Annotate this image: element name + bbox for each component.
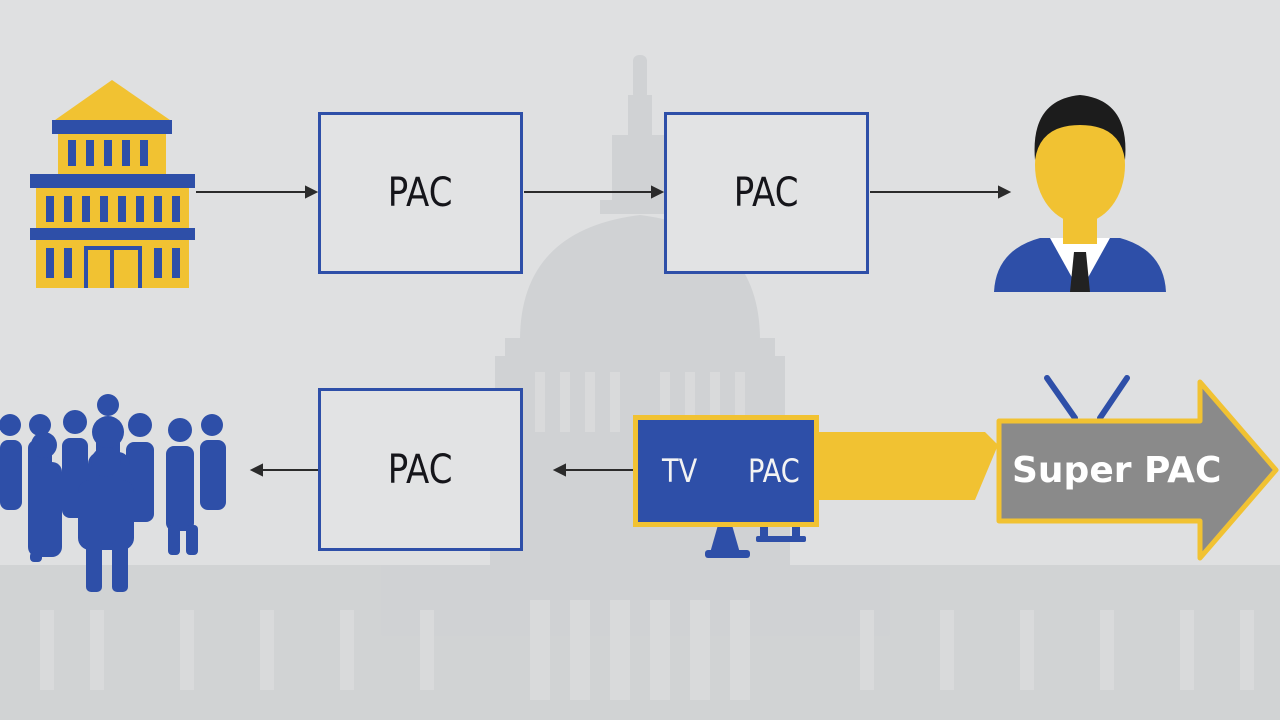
- tv-antenna-icon: [1044, 375, 1130, 421]
- tv-icon: [633, 415, 819, 527]
- pac-box-top-left: PAC: [318, 112, 523, 274]
- pac-box-top-right: PAC: [664, 112, 869, 274]
- pac-box-label: PAC: [388, 170, 453, 216]
- building-icon: [30, 80, 195, 288]
- pac-box-bottom: PAC: [318, 388, 523, 551]
- person-icon: [994, 95, 1166, 292]
- super-pac-label: Super PAC: [1012, 450, 1222, 491]
- capitol-columns: [40, 372, 1254, 700]
- pac-box-label: PAC: [388, 446, 453, 493]
- pac-box-label: PAC: [734, 170, 799, 216]
- tv-stand: [705, 525, 806, 558]
- people-group-icon: [0, 394, 226, 592]
- yellow-flow-band: [815, 432, 998, 500]
- connector-arrows: [196, 185, 1012, 477]
- tv-label: TV: [662, 452, 698, 490]
- tv-pac-label: PAC: [748, 452, 800, 490]
- arrow-icon: [996, 379, 1279, 561]
